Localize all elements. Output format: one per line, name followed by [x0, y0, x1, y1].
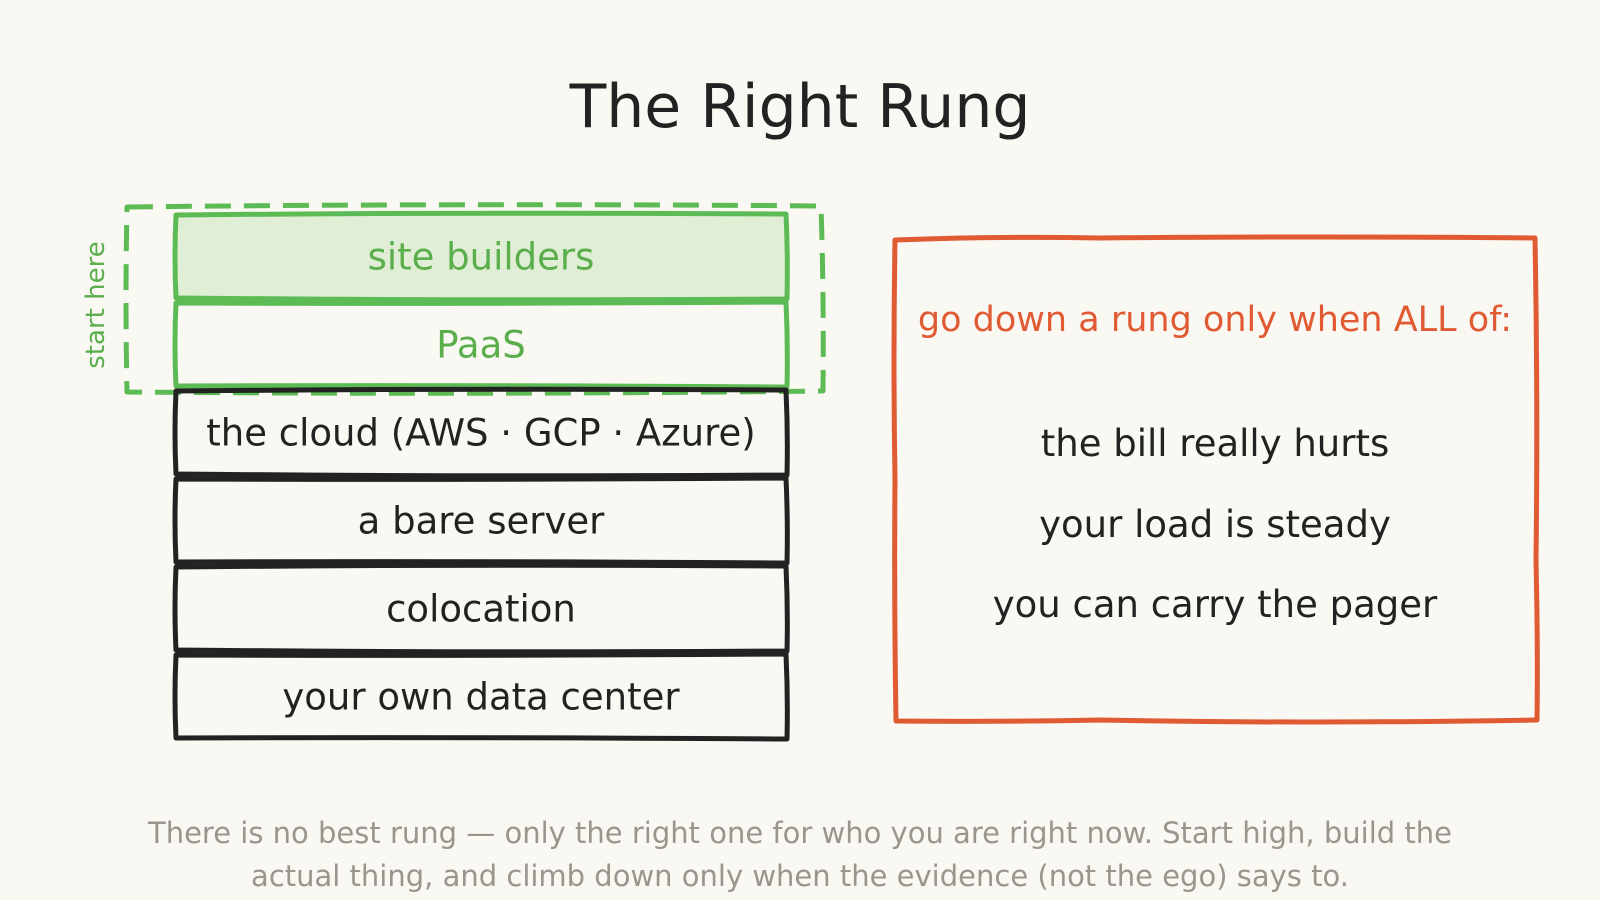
rung-label: PaaS	[436, 324, 525, 367]
page-title: The Right Rung	[569, 72, 1031, 142]
rung-box	[172, 562, 790, 655]
start-here-label: start here	[81, 241, 111, 368]
caption: There is no best rung — only the right o…	[100, 812, 1500, 898]
rung-box	[172, 475, 790, 566]
caption-line-1: There is no best rung — only the right o…	[148, 816, 1452, 850]
criteria-box	[891, 234, 1540, 725]
rung-box	[172, 299, 790, 390]
rung-label: the cloud (AWS · GCP · Azure)	[206, 412, 755, 455]
criteria-item: the bill really hurts	[1041, 422, 1390, 465]
rung-box	[172, 386, 790, 479]
start-here-frame	[123, 202, 826, 396]
criteria-item: your load is steady	[1039, 503, 1391, 546]
rung-box	[172, 210, 790, 303]
criteria-heading: go down a rung only when ALL of:	[918, 300, 1512, 340]
criteria-item: you can carry the pager	[993, 583, 1438, 626]
rung-label: colocation	[386, 588, 576, 631]
caption-line-2: actual thing, and climb down only when t…	[251, 859, 1349, 893]
rung-label: your own data center	[282, 676, 680, 719]
rung-box	[172, 651, 790, 742]
rung-label: a bare server	[358, 500, 605, 543]
rung-label: site builders	[368, 236, 595, 279]
